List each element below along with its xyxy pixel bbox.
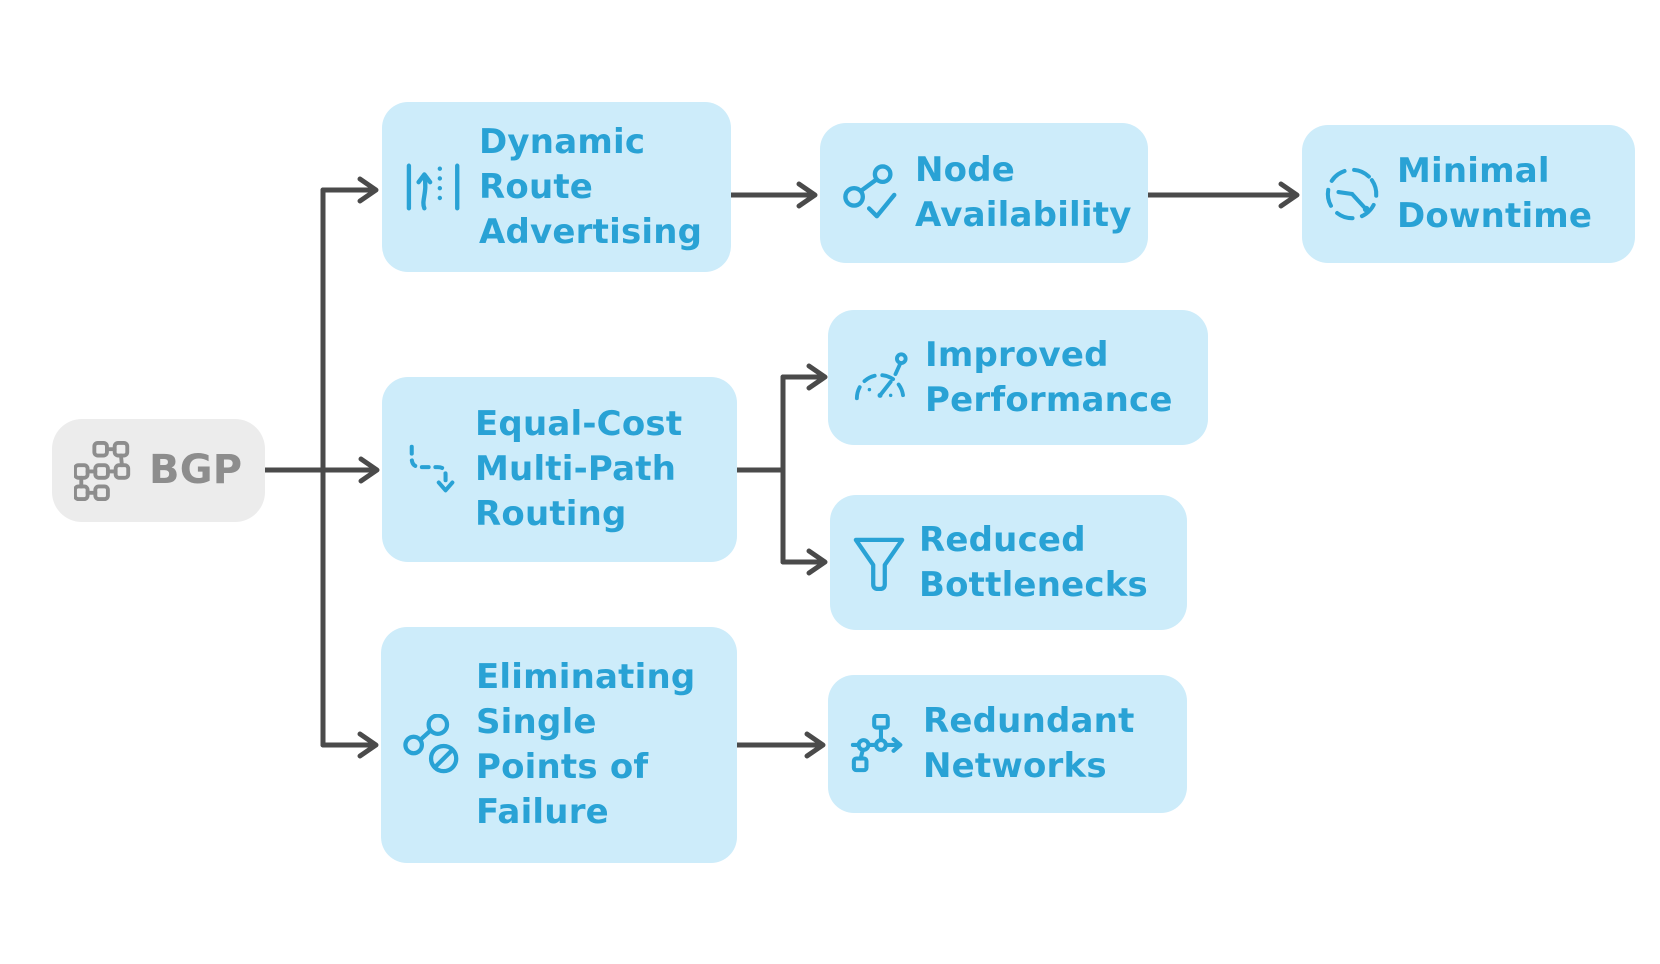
node-node-availability[interactable]: Node Availability: [820, 123, 1148, 263]
node-label: Dynamic Route Advertising: [479, 121, 703, 252]
node-label: Reduced Bottlenecks: [919, 519, 1148, 605]
node-label: Redundant Networks: [923, 701, 1135, 786]
node-label: Equal-Cost Multi-Path Routing: [475, 404, 683, 534]
network-topology-arrow-icon: [850, 714, 910, 774]
share-check-icon: [842, 163, 902, 223]
node-dynamic-route-advertising[interactable]: Dynamic Route Advertising: [382, 102, 731, 272]
arrowhead-middle-branch: [358, 456, 380, 484]
network-nodes-icon: [74, 440, 136, 501]
node-label: BGP: [149, 447, 243, 493]
arrowhead-split-to-reduced: [806, 548, 828, 576]
node-label: Eliminating Single Points of Failure: [476, 657, 696, 832]
node-improved-performance[interactable]: Improved Performance: [828, 310, 1208, 445]
arrowhead-node-to-minimal: [1278, 181, 1300, 209]
dashed-route-icon: [404, 441, 462, 499]
arrowhead-bottom-branch: [357, 731, 379, 759]
node-redundant-networks[interactable]: Redundant Networks: [828, 675, 1187, 813]
node-label: Improved Performance: [925, 334, 1173, 420]
node-minimal-downtime[interactable]: Minimal Downtime: [1302, 125, 1635, 263]
dashed-clock-icon: [1324, 164, 1384, 224]
funnel-icon: [852, 535, 906, 591]
node-equal-cost-multi-path-routing[interactable]: Equal-Cost Multi-Path Routing: [382, 377, 737, 562]
node-label: Node Availability: [915, 150, 1132, 235]
arrowhead-dynamic-to-node: [796, 181, 818, 209]
arrowhead-eliminating-to-redundant: [804, 731, 826, 759]
node-reduced-bottlenecks[interactable]: Reduced Bottlenecks: [830, 495, 1187, 630]
node-eliminating-single-points-of-failure[interactable]: Eliminating Single Points of Failure: [381, 627, 737, 863]
arrowhead-split-to-improved: [806, 363, 828, 391]
share-ban-icon: [403, 714, 463, 776]
gauge-pin-icon: [850, 350, 912, 406]
arrowhead-top-branch: [357, 176, 379, 204]
route-lanes-icon: [404, 158, 466, 216]
node-bgp[interactable]: BGP: [52, 419, 265, 522]
node-label: Minimal Downtime: [1397, 151, 1593, 236]
